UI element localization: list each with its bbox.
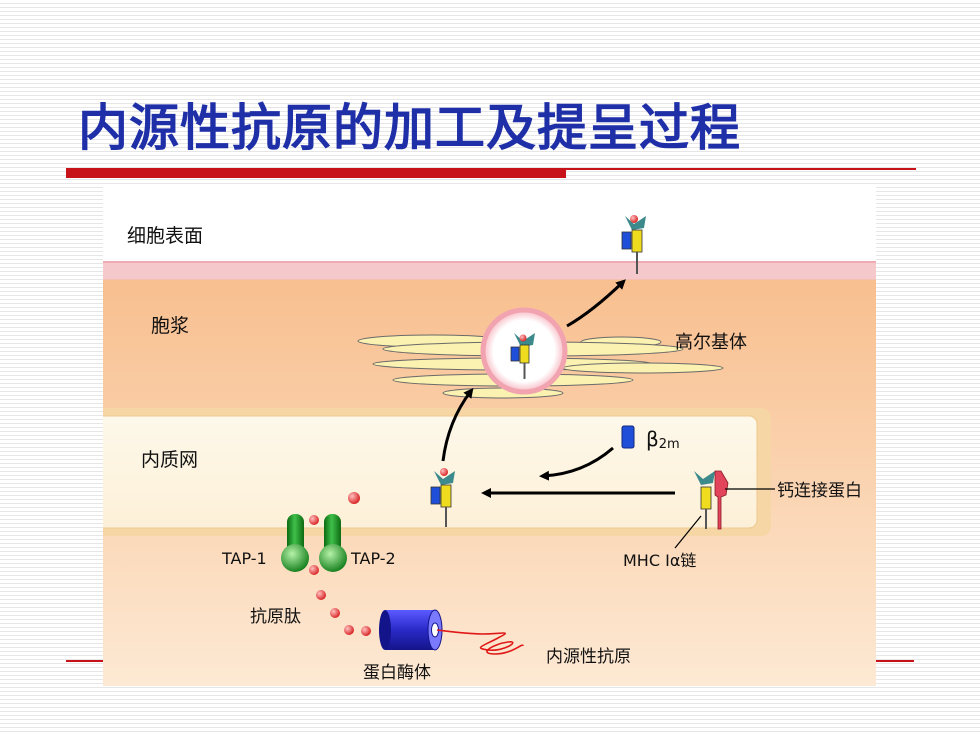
label-cytoplasm: 胞浆 bbox=[151, 315, 189, 337]
diagram-canvas: 细胞表面 胞浆 高尔基体 内质网 β2m 钙连接蛋白 TAP-1 TAP-2 M… bbox=[92, 186, 876, 686]
footer-line-right bbox=[876, 660, 914, 662]
arrow-beta2m-join bbox=[539, 446, 614, 481]
cell-membrane bbox=[103, 262, 876, 280]
tap-transporter bbox=[281, 514, 347, 572]
label-endogenous-antigen: 内源性抗原 bbox=[546, 647, 631, 667]
label-calnexin: 钙连接蛋白 bbox=[777, 481, 862, 501]
leader-mhc-chain bbox=[674, 515, 702, 549]
label-cell-surface: 细胞表面 bbox=[127, 225, 203, 247]
footer-line-left bbox=[66, 660, 104, 662]
mhc-complex-golgi bbox=[510, 333, 535, 379]
endogenous-antigen-chain bbox=[436, 629, 524, 655]
label-mhc-chain: MHC Iα链 bbox=[623, 551, 696, 570]
label-tap1: TAP-1 bbox=[221, 549, 267, 568]
antigen-processing-diagram: 细胞表面 胞浆 高尔基体 内质网 β2m 钙连接蛋白 TAP-1 TAP-2 M… bbox=[92, 186, 876, 686]
mhc-complex-loaded bbox=[430, 468, 455, 527]
peptide-fragments bbox=[309, 492, 371, 636]
title-underline-line bbox=[560, 168, 916, 170]
title-underline-bar bbox=[66, 168, 566, 178]
arrow-er-to-golgi bbox=[441, 387, 474, 462]
beta2m-icon bbox=[621, 425, 635, 449]
label-golgi: 高尔基体 bbox=[675, 332, 747, 353]
label-proteasome: 蛋白酶体 bbox=[363, 663, 431, 683]
extracellular-space bbox=[103, 186, 876, 262]
proteasome-icon bbox=[379, 609, 443, 651]
mhc-complex-surface bbox=[621, 215, 646, 274]
slide-title: 内源性抗原的加工及提呈过程 bbox=[78, 99, 741, 157]
label-er: 内质网 bbox=[141, 449, 198, 471]
label-peptide: 抗原肽 bbox=[250, 607, 301, 627]
label-beta2m: β2m bbox=[646, 427, 680, 452]
mhc-calnexin-complex bbox=[694, 470, 729, 530]
label-tap2: TAP-2 bbox=[350, 549, 396, 568]
arrow-golgi-to-surface bbox=[566, 279, 626, 328]
